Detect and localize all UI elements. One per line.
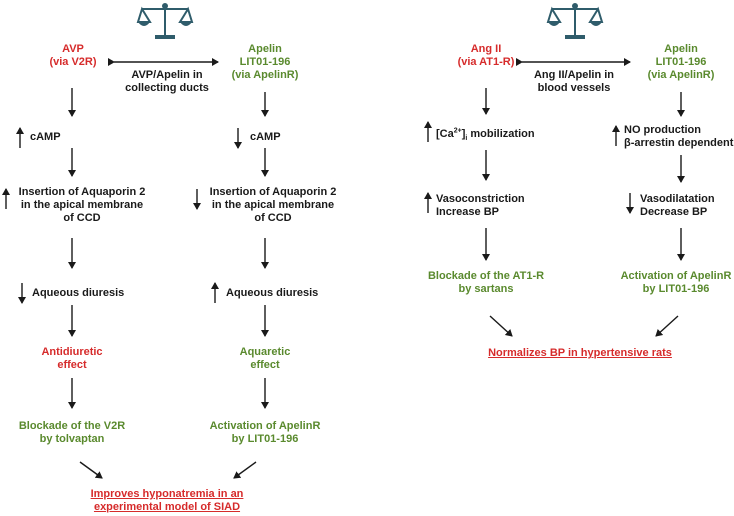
avp-camp: cAMP xyxy=(30,131,61,143)
avp-aquaporin-insertion: Insertion of Aquaporin 2 in the apical m… xyxy=(18,186,146,224)
arrow-converge xyxy=(233,461,257,479)
arrow-converge xyxy=(79,461,103,479)
apelinr-activation: Activation of ApelinR by LIT01-196 xyxy=(620,270,732,295)
avp-label: AVP (via V2R) xyxy=(49,43,97,68)
vasodilatation: Vasodilatation Decrease BP xyxy=(640,193,715,218)
apelin-diuresis: Aqueous diuresis xyxy=(226,287,319,299)
arrow-converge xyxy=(489,315,513,337)
balance-scale-icon xyxy=(136,3,194,39)
vasoconstriction: Vasoconstriction Increase BP xyxy=(436,193,525,218)
no-production: NO production β-arrestin dependent xyxy=(624,124,734,149)
apelin-label: Apelin LIT01-196 (via ApelinR) xyxy=(231,43,299,81)
ang-ii-label: Ang II (via AT1-R) xyxy=(457,43,515,68)
apelinr-activation: Activation of ApelinR by LIT01-196 xyxy=(209,420,321,445)
arrow-converge xyxy=(655,315,679,337)
calcium-mobilization: [Ca2+]i mobilization xyxy=(436,127,535,143)
apelin-label: Apelin LIT01-196 (via ApelinR) xyxy=(647,43,715,81)
avp-diuresis: Aqueous diuresis xyxy=(32,287,125,299)
right-conclusion: Normalizes BP in hypertensive rats xyxy=(488,347,672,359)
apelin-aquaporin-insertion: Insertion of Aquaporin 2 in the apical m… xyxy=(209,186,337,224)
left-conclusion: Improves hyponatremia in an experimental… xyxy=(90,488,244,513)
context-label: AVP/Apelin in collecting ducts xyxy=(125,69,209,94)
at1r-blockade: Blockade of the AT1-R by sartans xyxy=(427,270,545,295)
apelin-camp: cAMP xyxy=(250,131,281,143)
antidiuretic-effect: Antidiuretic effect xyxy=(41,346,103,371)
context-label: Ang II/Apelin in blood vessels xyxy=(533,69,615,94)
v2r-blockade: Blockade of the V2R by tolvaptan xyxy=(18,420,126,445)
aquaretic-effect: Aquaretic effect xyxy=(239,346,291,371)
balance-scale-icon xyxy=(546,3,604,39)
